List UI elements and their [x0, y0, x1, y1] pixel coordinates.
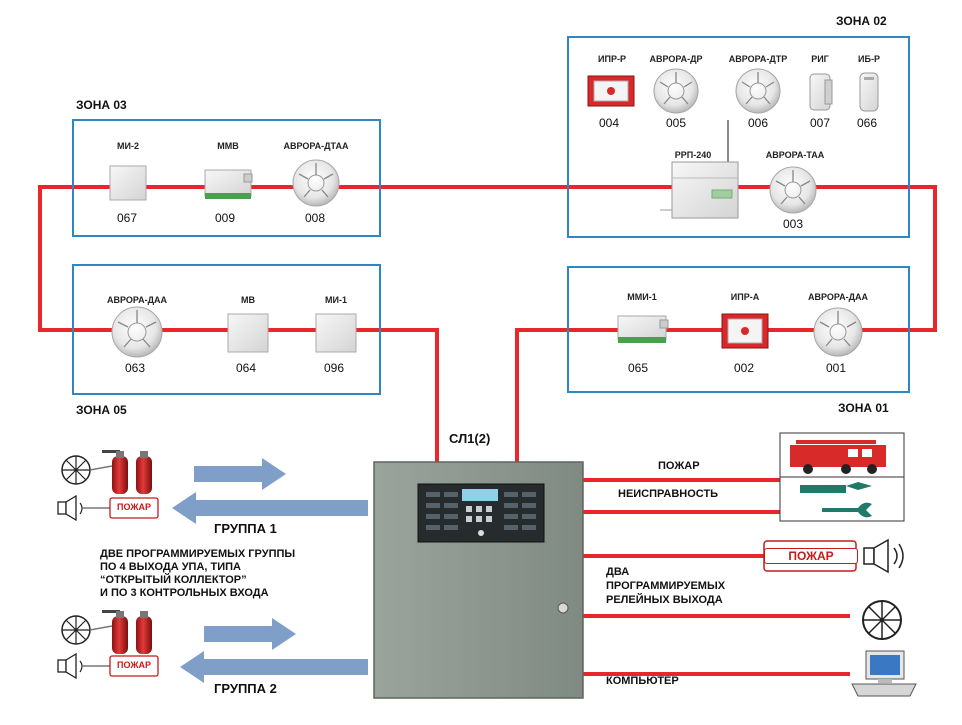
device-name: АВРОРА-ДТАА [283, 141, 349, 151]
fire-badge-text: ПОЖАР [117, 502, 151, 512]
device-name: ММВ [217, 141, 239, 151]
smoke-detector-icon [653, 68, 699, 114]
device-code: 007 [810, 116, 831, 130]
siren-strobe-icon [61, 455, 113, 485]
zone-title-01: ЗОНА 01 [838, 401, 889, 415]
relay-outputs-label-3: РЕЛЕЙНЫХ ВЫХОДА [606, 594, 723, 606]
device-name: ИПР-А [730, 292, 760, 302]
arrow-to-panel [194, 458, 286, 490]
device-code: 003 [783, 217, 804, 231]
manual-call-point-icon [721, 313, 769, 349]
heat-detector-icon [769, 166, 817, 214]
fire-truck-icon [779, 432, 905, 478]
device-code: 066 [857, 116, 878, 130]
smoke-detector-icon [111, 306, 163, 358]
zone-title-02: ЗОНА 02 [836, 14, 887, 28]
loop-label: СЛ1(2) [449, 431, 491, 446]
device-code: 001 [826, 361, 847, 375]
heat-smoke-detector-icon [292, 159, 340, 207]
gas-detector-icon [809, 73, 833, 111]
arrow-from-panel [172, 492, 368, 524]
device-name: ИБ-Р [858, 54, 880, 64]
zone-box-02 [567, 36, 910, 238]
device-code: 006 [748, 116, 769, 130]
device-code: 064 [236, 361, 257, 375]
device-name: МИ-1 [325, 295, 347, 305]
gas-cylinder-icon [102, 450, 152, 494]
fire-badge-text: ПОЖАР [117, 660, 151, 670]
device-name: АВРОРА-ДАА [106, 295, 167, 305]
device-code: 096 [324, 361, 345, 375]
groups-description-line-4: И ПО 3 КОНТРОЛЬНЫХ ВХОДА [100, 587, 269, 599]
device-name: РИГ [811, 54, 829, 64]
output-computer-label: КОМПЬЮТЕР [606, 675, 679, 687]
heat-smoke-detector-icon [735, 68, 781, 114]
zone-title-05: ЗОНА 05 [76, 403, 127, 417]
relay-outputs-label-2: ПРОГРАММИРУЕМЫХ [606, 580, 726, 592]
input-module-icon [109, 165, 147, 201]
device-code: 002 [734, 361, 755, 375]
device-name: ИПР-Р [598, 54, 626, 64]
control-panel [373, 461, 584, 699]
device-name: АВРОРА-ДАА [807, 292, 868, 302]
gas-cylinder-icon [102, 610, 152, 654]
group-2-label: ГРУППА 2 [214, 681, 277, 696]
device-code: 067 [117, 211, 138, 225]
output-fault-label: НЕИСПРАВНОСТЬ [618, 488, 719, 500]
loop-line [38, 185, 937, 676]
relay-outputs-label-1: ДВА [606, 566, 630, 578]
device-name: АВРОРА-ДР [649, 54, 703, 64]
device-code: 008 [305, 211, 326, 225]
groups-description-line-3: “ОТКРЫТЫЙ КОЛЛЕКТОР” [100, 574, 247, 586]
smoke-detector-icon [813, 307, 863, 357]
manual-call-point-icon [587, 75, 635, 107]
groups-description-line-1: ДВЕ ПРОГРАММИРУЕМЫХ ГРУППЫ [100, 548, 296, 560]
siren-strobe-icon [862, 600, 902, 640]
arrow-to-panel [204, 618, 296, 650]
arrow-from-panel [180, 651, 368, 683]
battery-unit-icon [859, 72, 879, 112]
speaker-icon [57, 494, 110, 522]
groups-description-line-2: ПО 4 ВЫХОДА УПА, ТИПА [100, 561, 241, 573]
device-code: 065 [628, 361, 649, 375]
fire-badge-sign [109, 497, 159, 519]
device-code: 004 [599, 116, 620, 130]
device-code: 009 [215, 211, 236, 225]
relay-module-icon [204, 169, 253, 199]
speaker-icon [57, 652, 110, 680]
device-name: АВРОРА-ДТР [728, 54, 788, 64]
zone-box-03 [72, 119, 381, 237]
radio-expander-icon [660, 120, 739, 219]
computer-icon [851, 650, 917, 697]
zone-title-03: ЗОНА 03 [76, 98, 127, 112]
group-1-label: ГРУППА 1 [214, 521, 277, 536]
device-name: МВ [241, 295, 255, 305]
wrench-screwdriver-icon [779, 476, 905, 522]
device-name: МИ-2 [117, 141, 139, 151]
zone-box-05 [72, 264, 381, 395]
device-name: РРП-240 [674, 150, 712, 160]
fire-badge-text: ПОЖАР [764, 548, 858, 564]
input-module-icon [315, 313, 357, 353]
fire-badge-sign [109, 655, 159, 677]
device-name: ММИ-1 [627, 292, 657, 302]
output-fire-label: ПОЖАР [658, 460, 700, 472]
isolator-module-icon [617, 315, 669, 343]
device-code: 005 [666, 116, 687, 130]
device-code: 063 [125, 361, 146, 375]
speaker-icon [863, 538, 904, 574]
siren-strobe-icon [61, 615, 113, 645]
zone-box-01 [567, 266, 910, 393]
output-module-icon [227, 313, 269, 353]
device-name: АВРОРА-ТАА [765, 150, 825, 160]
